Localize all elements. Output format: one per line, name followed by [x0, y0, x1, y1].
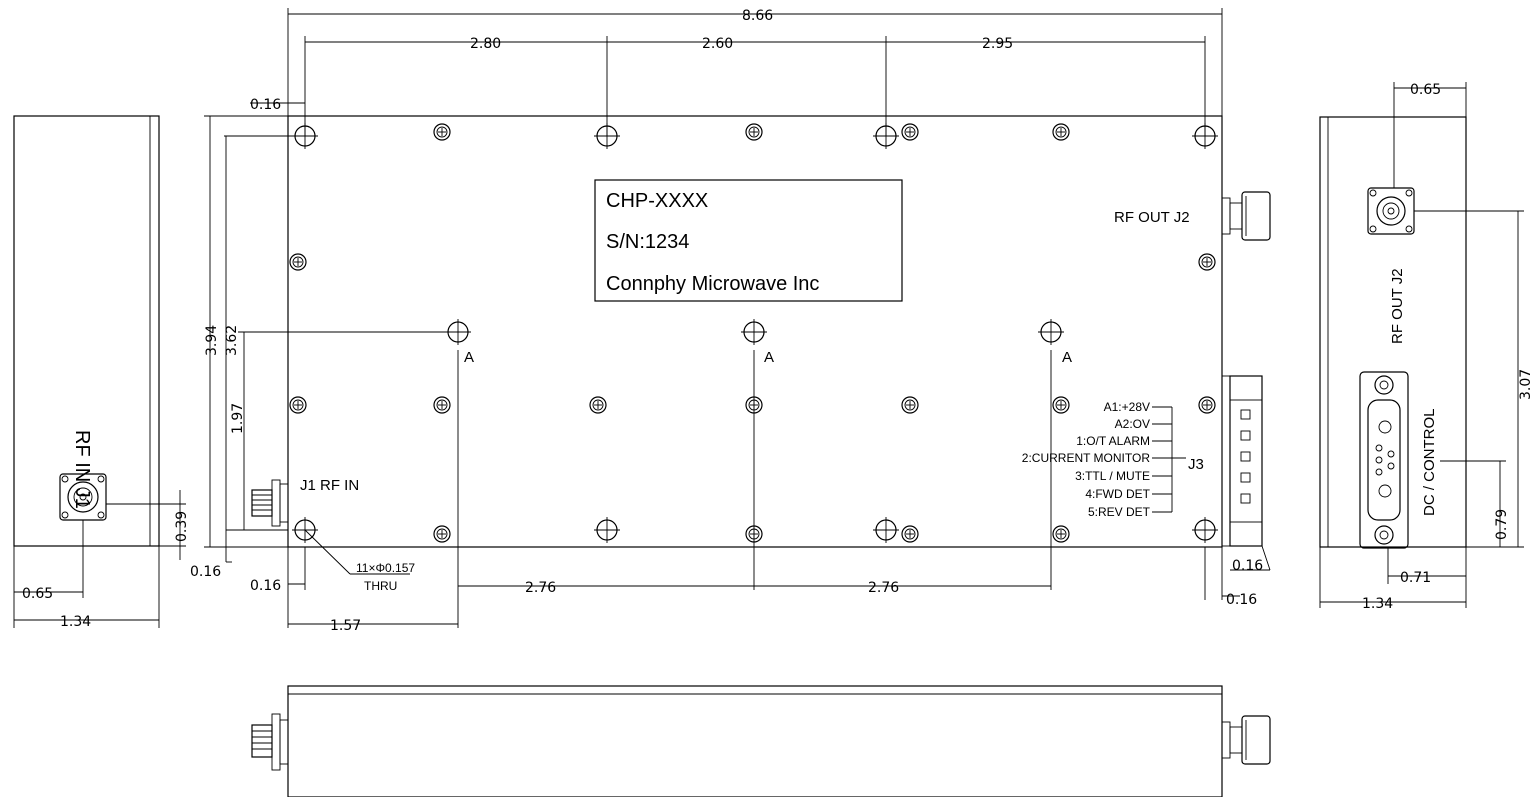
j3-pin: 1:O/T ALARM — [1076, 434, 1150, 448]
dim-datum-spacing-1: 2.76 — [525, 580, 556, 596]
dim-height: 3.94 — [204, 325, 220, 356]
hole-note-size: 11×Φ0.157 — [356, 561, 415, 575]
left-body-outline — [13, 115, 160, 547]
j3-pin: A1:+28V — [1104, 400, 1150, 414]
dim-dsub-height: 0.79 — [1494, 509, 1510, 540]
mounting-holes — [292, 123, 1218, 543]
screw-icon — [1052, 525, 1070, 543]
j3-label: J3 — [1188, 456, 1204, 473]
dim-rf-in-height: 1.97 — [230, 403, 246, 434]
bottom-view — [251, 685, 1271, 797]
screw-icon — [433, 525, 451, 543]
rf-out-side-connector-icon — [1367, 187, 1415, 235]
dim-right-conn-offset: 0.65 — [1410, 82, 1441, 98]
screw-icon — [433, 396, 451, 414]
j3-pin: 5:REV DET — [1088, 505, 1151, 519]
bottom-rf-out-connector-icon — [1221, 715, 1271, 765]
dim-edge-top: 0.16 — [250, 97, 281, 113]
screw-icon — [901, 123, 919, 141]
hole-note-thru: THRU — [364, 579, 397, 593]
screw-icon — [901, 525, 919, 543]
right-body-outline — [1319, 116, 1467, 548]
rf-out-label: RF OUT J2 — [1114, 209, 1190, 226]
j3-pin: 4:FWD DET — [1085, 487, 1150, 501]
dim-datum-offset: 1.57 — [330, 618, 361, 634]
label-plate — [594, 179, 903, 302]
screw-icon — [1198, 253, 1216, 271]
screw-icon — [433, 123, 451, 141]
screw-icon — [289, 396, 307, 414]
dim-left-conn-height: 0.39 — [174, 511, 190, 542]
dim-left-width: 1.34 — [60, 614, 91, 630]
dsub-connector-icon — [1359, 371, 1409, 549]
plate-maker: Connphy Microwave Inc — [606, 273, 819, 295]
screw-icon — [745, 396, 763, 414]
bottom-body-outline — [287, 685, 1223, 797]
j3-pin: 2:CURRENT MONITOR — [1022, 451, 1151, 465]
left-side-view: RF IN J1 0.65 1.34 0.39 — [13, 115, 190, 630]
dim-right-conn-height: 3.07 — [1518, 369, 1533, 400]
dim-edge-bottom: 0.16 — [250, 578, 281, 594]
rf-in-label: J1 RF IN — [300, 477, 359, 494]
j3-pin-list: A1:+28V A2:OV 1:O/T ALARM 2:CURRENT MONI… — [1022, 400, 1204, 519]
screw-icon — [1198, 396, 1216, 414]
screw-icon — [745, 525, 763, 543]
rf-out-connector-icon — [1221, 191, 1271, 241]
dim-hole-spacing-3: 2.95 — [982, 36, 1013, 52]
rf-out-side-label: RF OUT J2 — [1389, 268, 1406, 344]
screw-icon — [289, 253, 307, 271]
dim-datum-spacing-2: 2.76 — [868, 580, 899, 596]
dim-dsub-offset: 0.71 — [1400, 570, 1431, 586]
dim-hole-height: 3.62 — [224, 325, 240, 356]
screw-icon — [1052, 123, 1070, 141]
screw-icon — [745, 123, 763, 141]
datum-label: A — [1062, 349, 1072, 366]
dim-j3-offset-b: 0.16 — [1226, 592, 1257, 608]
screw-icon — [901, 396, 919, 414]
top-view: 8.66 2.80 2.60 2.95 0.16 3.94 3.62 1.97 … — [190, 8, 1271, 634]
datum-label: A — [464, 349, 474, 366]
j3-pin: 3:TTL / MUTE — [1075, 469, 1150, 483]
plate-serial: S/N:1234 — [606, 231, 689, 253]
dim-j3-offset-a: 0.16 — [1232, 558, 1263, 574]
bottom-rf-in-connector-icon — [251, 713, 289, 771]
top-body-outline — [287, 115, 1223, 548]
j3-connector-icon — [1221, 375, 1263, 547]
j3-pin: A2:OV — [1115, 417, 1150, 431]
dim-hole-spacing-2: 2.60 — [702, 36, 733, 52]
dim-overall-length: 8.66 — [742, 8, 773, 24]
dim-hole-spacing-1: 2.80 — [470, 36, 501, 52]
rf-in-connector-icon — [251, 479, 289, 527]
right-side-view: RF OUT J2 DC / CONTROL 0.65 3.07 0.79 0.… — [1319, 82, 1533, 612]
screws — [289, 123, 1216, 543]
dim-edge-left: 0.16 — [190, 564, 221, 580]
datum-label: A — [764, 349, 774, 366]
dim-left-conn-offset: 0.65 — [22, 586, 53, 602]
dim-right-width: 1.34 — [1362, 596, 1393, 612]
dc-control-label: DC / CONTROL — [1421, 408, 1438, 516]
screw-icon — [1052, 396, 1070, 414]
plate-model: CHP-XXXX — [606, 190, 708, 212]
screw-icon — [589, 396, 607, 414]
